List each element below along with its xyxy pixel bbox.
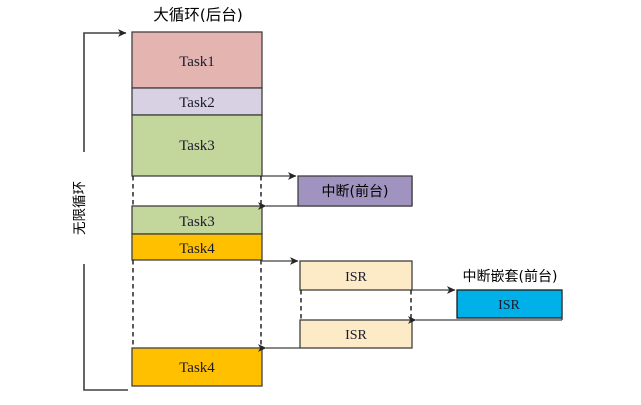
- isr-resumed-rect: [299, 319, 413, 349]
- task4-first-rect: [131, 233, 263, 261]
- isr-first-rect: [299, 260, 413, 291]
- task-block-task1: Task1: [131, 31, 263, 89]
- loop-label-backdrop: [76, 152, 93, 264]
- nested-isr-label: ISR: [498, 298, 520, 313]
- isr-box-first: ISR: [299, 260, 413, 291]
- interrupt-rect: [297, 175, 413, 207]
- task3-first-rect: [131, 114, 263, 177]
- task4-first-label: Task4: [179, 241, 215, 257]
- nested-isr-box: ISR: [456, 289, 563, 319]
- task3-resumed-rect: [131, 205, 263, 235]
- nested-interrupt-title: 中断嵌套(前台): [463, 268, 558, 285]
- task1-rect: [131, 31, 263, 89]
- infinite-loop-label: 无限循环: [72, 181, 88, 235]
- isr-first-label: ISR: [345, 270, 367, 285]
- task2-label: Task2: [179, 95, 215, 111]
- nested-isr-rect: [456, 289, 563, 319]
- interrupt-box: 中断(前台): [297, 175, 413, 207]
- task-block-task4-first: Task4: [131, 233, 263, 261]
- task3-first-label: Task3: [179, 138, 215, 154]
- task1-label: Task1: [179, 54, 215, 70]
- task-block-task3-first: Task3: [131, 114, 263, 177]
- task3-resumed-label: Task3: [179, 214, 215, 230]
- task-block-task3-resumed: Task3: [131, 205, 263, 235]
- interrupt-label: 中断(前台): [322, 183, 389, 200]
- task-block-task2: Task2: [131, 87, 263, 116]
- isr-box-resumed: ISR: [299, 319, 413, 349]
- task4-resumed-rect: [131, 347, 263, 387]
- isr-resumed-label: ISR: [345, 328, 367, 343]
- page-title: 大循环(后台): [153, 6, 243, 24]
- task-block-task4-resumed: Task4: [131, 347, 263, 387]
- task4-resumed-label: Task4: [179, 360, 215, 376]
